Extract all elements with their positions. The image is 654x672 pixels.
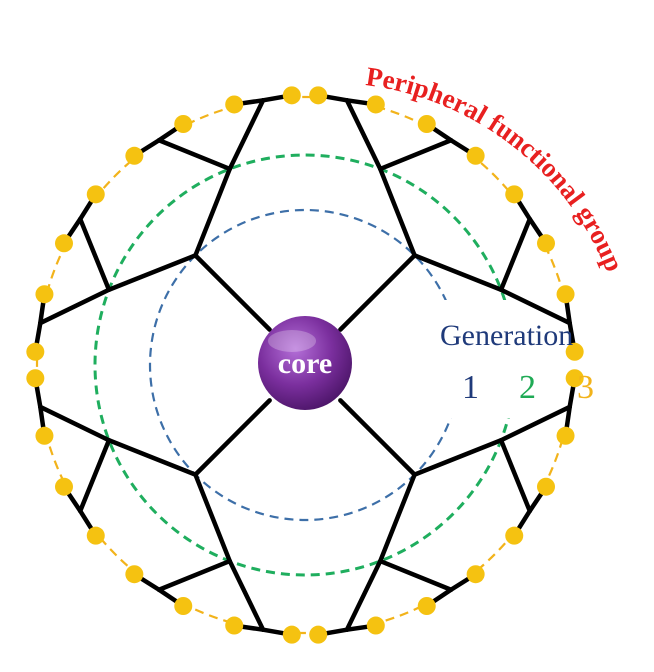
branch-segment-51 xyxy=(156,558,232,593)
branch-segment-43 xyxy=(344,558,383,632)
branch-segment-48 xyxy=(227,558,266,632)
end-group-22 xyxy=(417,596,436,615)
branch-segment-54 xyxy=(106,438,198,477)
branch-segment-58 xyxy=(38,404,112,443)
end-group-30 xyxy=(55,477,74,496)
peripheral-end-groups xyxy=(26,86,584,644)
end-group-8 xyxy=(282,86,301,105)
end-group-23 xyxy=(366,616,385,635)
end-group-5 xyxy=(125,146,144,165)
end-group-1 xyxy=(26,342,45,361)
end-group-16 xyxy=(565,342,584,361)
end-group-11 xyxy=(417,115,436,134)
branch-segment-40 xyxy=(378,558,454,593)
end-group-19 xyxy=(536,477,555,496)
branch-segment-31 xyxy=(338,398,417,477)
core-label: core xyxy=(278,347,332,380)
core-sphere xyxy=(258,316,352,410)
end-group-6 xyxy=(174,115,193,134)
branch-segment-18 xyxy=(344,98,383,172)
end-group-26 xyxy=(225,616,244,635)
branch-segment-39 xyxy=(378,472,417,564)
end-group-10 xyxy=(366,95,385,114)
end-group-27 xyxy=(174,596,193,615)
branch-segment-32 xyxy=(412,438,504,477)
end-group-21 xyxy=(466,565,485,584)
branch-segment-55 xyxy=(77,438,112,514)
peripheral-group-label: Peripheral functional group xyxy=(364,61,630,276)
branch-segment-2 xyxy=(106,253,198,292)
end-group-13 xyxy=(505,185,524,204)
branch-segment-21 xyxy=(378,137,454,172)
branch-segment-3 xyxy=(38,287,112,326)
end-group-24 xyxy=(309,625,328,644)
end-group-4 xyxy=(86,185,105,204)
end-group-7 xyxy=(225,95,244,114)
branch-segment-47 xyxy=(193,472,232,564)
branch-segment-13 xyxy=(227,98,266,172)
generation-3-label: 3 xyxy=(577,369,594,406)
end-group-18 xyxy=(556,426,575,445)
generation-title: Generation xyxy=(440,319,573,352)
branch-segment-46 xyxy=(193,398,272,477)
end-group-17 xyxy=(565,369,584,388)
peripheral-group-label-path: Peripheral functional group xyxy=(364,61,630,276)
branch-segment-36 xyxy=(498,438,533,514)
end-group-31 xyxy=(35,426,54,445)
end-group-12 xyxy=(466,146,485,165)
generation-2-label: 2 xyxy=(519,369,536,406)
end-group-20 xyxy=(505,526,524,545)
end-group-25 xyxy=(282,625,301,644)
branch-segment-16 xyxy=(338,253,417,332)
branch-segment-28 xyxy=(498,287,572,326)
end-group-29 xyxy=(86,526,105,545)
branch-segment-33 xyxy=(498,404,572,443)
branch-segment-1 xyxy=(193,253,272,332)
legend-backdrop xyxy=(432,300,632,418)
end-group-2 xyxy=(35,285,54,304)
end-group-14 xyxy=(536,234,555,253)
generation-1-label: 1 xyxy=(462,369,479,406)
branch-segment-17 xyxy=(378,166,417,258)
branch-segment-25 xyxy=(498,216,533,292)
core-highlight xyxy=(268,330,316,352)
branch-segment-6 xyxy=(77,216,112,292)
end-group-28 xyxy=(125,565,144,584)
branch-segment-24 xyxy=(412,253,504,292)
end-group-32 xyxy=(26,369,45,388)
branch-segment-9 xyxy=(193,166,232,258)
end-group-3 xyxy=(55,234,74,253)
branch-segment-10 xyxy=(156,137,232,172)
end-group-15 xyxy=(556,285,575,304)
end-group-9 xyxy=(309,86,328,105)
